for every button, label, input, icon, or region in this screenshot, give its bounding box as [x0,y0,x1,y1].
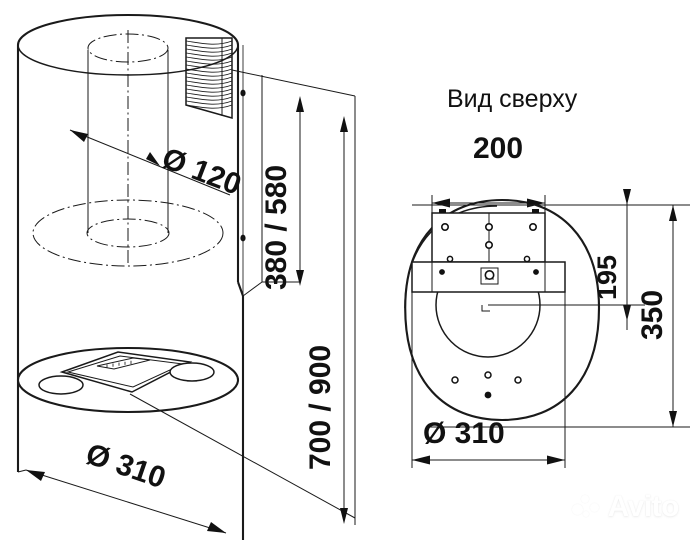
dim-text-body-diameter: Ø 310 [82,437,170,495]
bracket-holes [439,209,539,263]
duct-leader-arrow-b [146,152,160,166]
hood-body-inner-arc [404,205,498,309]
body-holes [439,269,539,399]
ext-line-top [231,69,356,97]
dim-arrow-350-bottom [669,411,677,427]
top-view-group [404,189,690,468]
dim-arrow-total-bottom [340,508,348,524]
dim-line-diameter-bottom [25,469,227,534]
ext-line-bottom-diag [129,393,356,519]
dim-text-chimney-height: 380 / 580 [260,165,293,290]
duct-diameter-leader [69,129,231,196]
lamp-right [169,362,215,382]
filter-panel-assembly [16,346,240,414]
isometric-view-group [16,13,356,540]
dim-ext-d310-left [17,469,27,473]
cylinder-right-kink [237,281,244,297]
dim-arrow-d310-right [207,522,226,533]
ventilation-grille [185,37,233,119]
dim-arrow-350-top [669,205,677,221]
dim-text-body-diameter-top: Ø 310 [423,417,505,450]
dim-text-center-offset: 195 [592,255,622,300]
dim-arrow-d310tv-left [412,455,430,465]
dim-text-depth: 350 [636,290,669,340]
dim-arrow-d310tv-right [547,455,565,465]
dim-arrow-195-top [623,189,631,205]
dim-arrow-d310-left [26,470,45,481]
dim-arrow-200-left [432,198,450,208]
mid-section-inner-ellipse [86,218,170,248]
filter-frame-outer [59,351,193,393]
dim-arrow-total-top [340,116,348,132]
lamp-left [38,375,84,395]
cylinder-top-ellipse-back [16,13,240,46]
dim-text-total-height: 700 / 900 [304,345,337,470]
mid-section-outer-ellipse [32,199,224,267]
control-strip [96,357,151,370]
dim-arrow-chimney-bottom [296,270,304,286]
dim-arrow-chimney-top [296,96,304,112]
center-mark [481,305,490,312]
dim-text-duct-diameter: Ø 120 [157,142,245,202]
ext-line-kink [242,281,263,297]
top-view-title: Вид сверху [447,85,578,113]
control-buttons [106,360,132,368]
duct-leader-arrow-a [70,130,88,142]
dim-text-bracket-width: 200 [473,132,523,165]
